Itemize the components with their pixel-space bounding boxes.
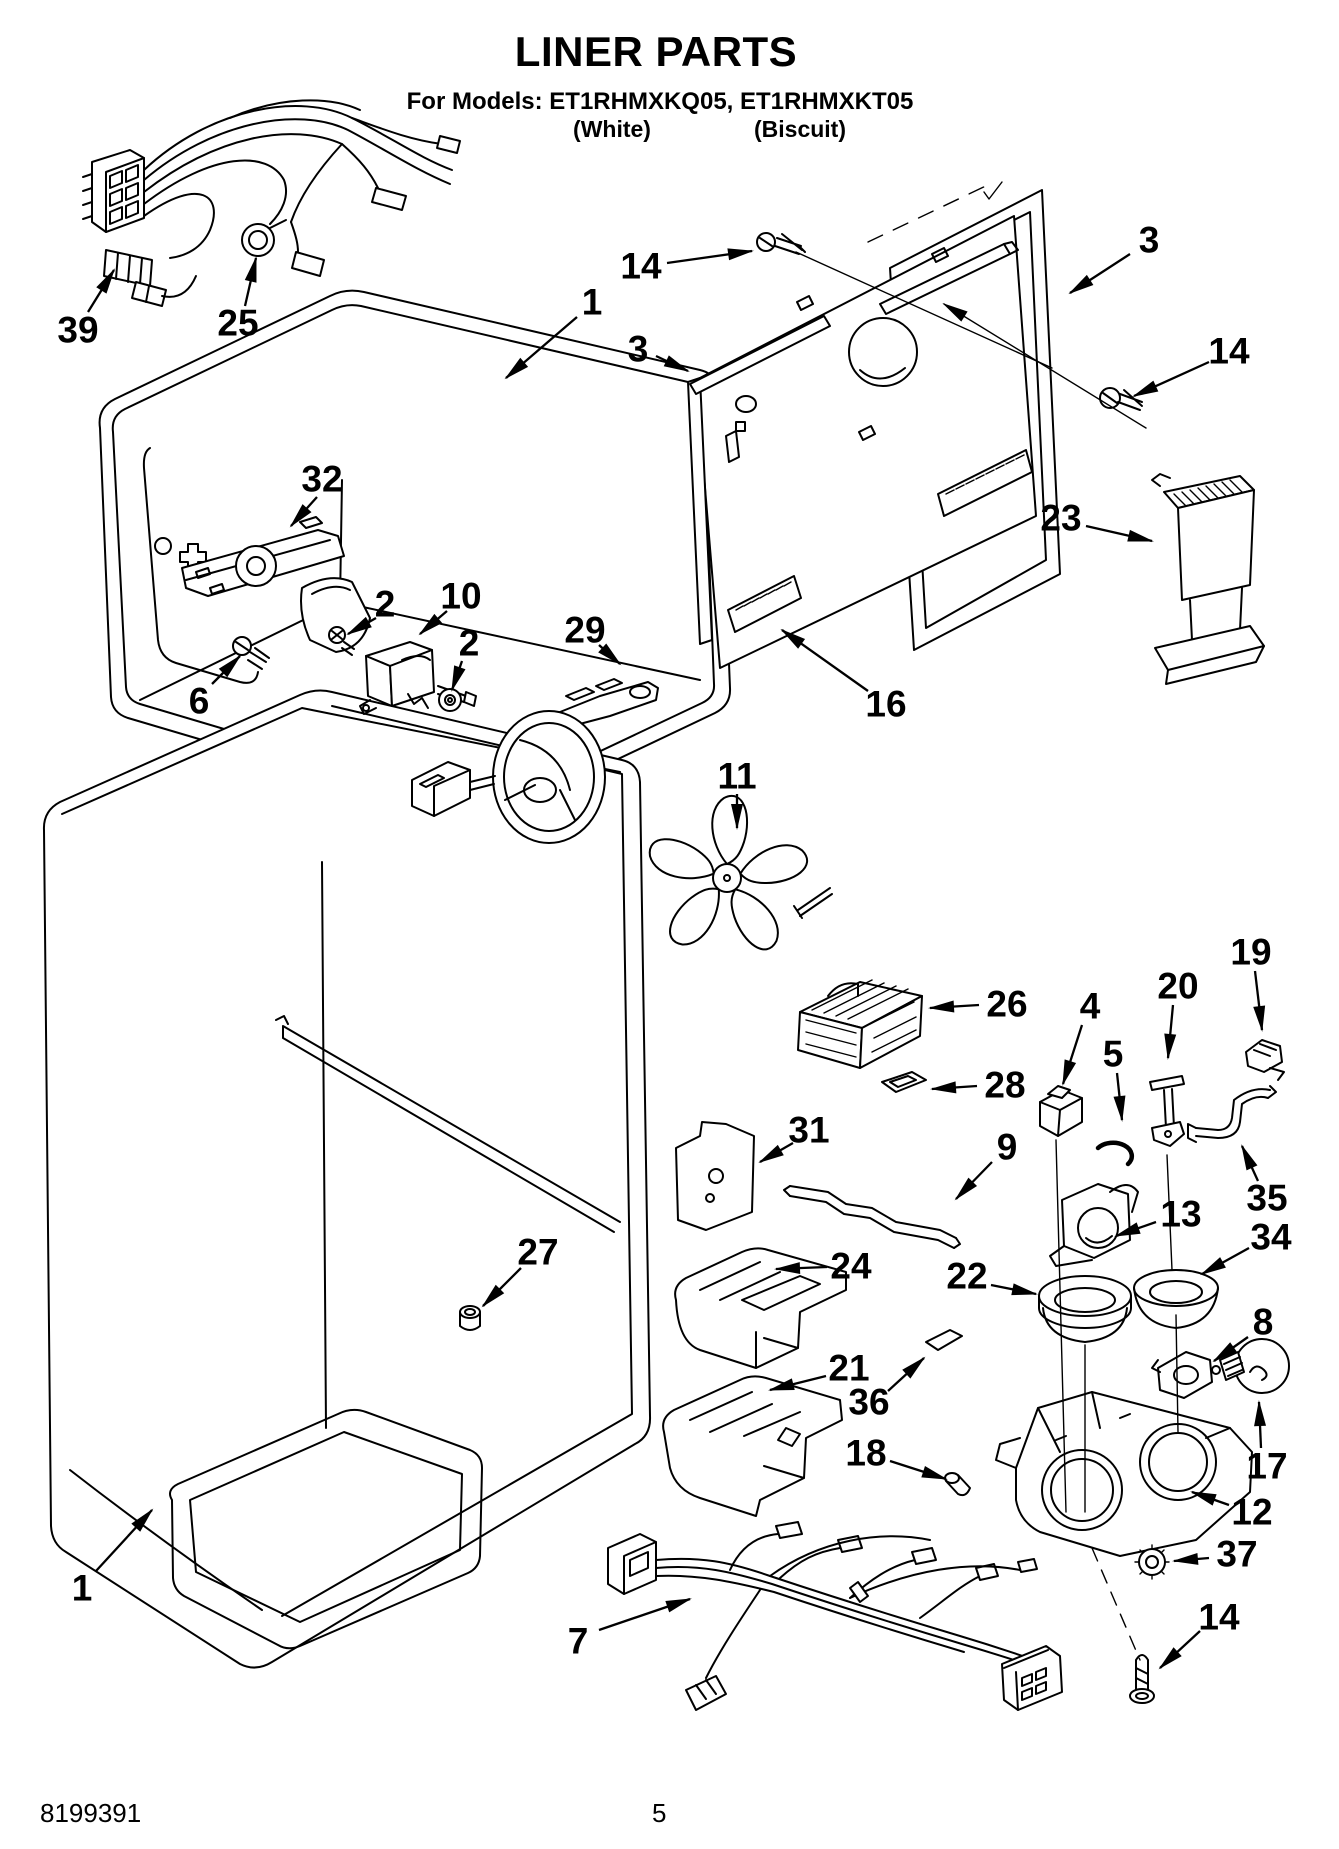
callout-label-16: 16 [865,684,906,725]
callout-label-9: 9 [997,1127,1018,1168]
callout-label-17: 17 [1246,1446,1287,1487]
callout-label-12: 12 [1231,1492,1272,1533]
callout-arrow-3-right [1068,253,1131,295]
assembly-leader-lines [1055,1139,1179,1661]
callout-label-24: 24 [830,1246,872,1287]
callout-label-32: 32 [301,459,342,500]
callout-arrow-4 [1061,1024,1084,1086]
callout-arrow-23 [1085,524,1154,543]
callout-label-19: 19 [1230,932,1271,973]
callout-label-14-right: 14 [1208,331,1250,372]
callout-label-22: 22 [946,1256,987,1297]
callout-label-28: 28 [984,1065,1025,1106]
callout-arrow-21 [768,1374,827,1392]
defrost-parts-drawing [675,1039,1285,1497]
callout-label-31: 31 [788,1110,829,1151]
callout-label-36: 36 [848,1382,889,1423]
top-wire-harness-drawing [82,99,461,307]
air-duct-drawing [662,1247,847,1517]
callout-arrow-25 [243,256,258,307]
callout-label-1-top: 1 [582,282,603,323]
callout-arrow-22 [990,1283,1038,1296]
callout-arrow-5 [1113,1072,1126,1122]
callout-arrow-39 [87,268,116,313]
callout-label-26: 26 [986,984,1027,1025]
color-variant-white: (White) [573,116,651,142]
callout-label-23: 23 [1040,498,1081,539]
callout-arrow-29 [598,643,622,666]
page-number: 5 [652,1798,667,1828]
callout-arrow-1-top [504,316,578,380]
callout-label-14-bottom: 14 [1198,1597,1240,1638]
callout-label-21: 21 [828,1348,869,1389]
callout-label-8: 8 [1253,1302,1274,1343]
callout-label-1-bottom: 1 [72,1568,93,1609]
callout-label-29: 29 [564,610,605,651]
callout-arrow-8 [1212,1336,1249,1363]
damper-control-drawing [1151,473,1265,685]
callout-arrow-24 [774,1262,828,1275]
callout-arrow-14-bottom [1158,1630,1201,1670]
callout-label-20: 20 [1157,966,1198,1007]
callout-arrow-9 [954,1161,993,1201]
callout-arrow-13 [1114,1220,1157,1238]
callout-label-3-left: 3 [628,329,649,370]
color-variant-biscuit: (Biscuit) [754,116,846,142]
callout-label-4: 4 [1080,986,1101,1027]
callout-label-34: 34 [1250,1217,1292,1258]
fan-bracket-shroud-drawing [411,678,659,844]
callout-label-7: 7 [568,1621,589,1662]
callout-arrow-10 [418,610,448,636]
callout-label-5: 5 [1103,1034,1124,1075]
callout-arrow-14-right [1132,360,1210,398]
callout-label-37: 37 [1216,1534,1257,1575]
callout-arrow-36 [887,1356,926,1392]
callout-label-3-right: 3 [1139,220,1160,261]
callout-arrow-7 [598,1597,692,1632]
callout-label-14-top: 14 [620,246,662,287]
fan-motor-drawing [359,641,477,715]
callout-label-10: 10 [440,576,481,617]
callout-arrow-32 [289,496,318,528]
callout-arrow-6 [211,654,242,685]
callout-label-11: 11 [717,756,756,797]
callout-label-2-grommet: 2 [459,623,480,664]
fan-blade-drawing [648,795,833,951]
callout-arrow-17 [1254,1400,1267,1449]
models-line: For Models: ET1RHMXKQ05, ET1RHMXKT05 [406,88,914,115]
callout-label-2-screw: 2 [375,584,396,625]
callout-arrow-12 [1190,1490,1230,1507]
callout-arrow-2-screw [346,616,377,635]
air-grille-drawing [797,979,927,1093]
document-number: 8199391 [40,1798,142,1828]
callout-layer: 39 25 1 14 3 3 14 23 16 32 6 2 10 2 29 11 26 28 31 9 45 20 19 3… [57,220,1292,1670]
callout-label-6: 6 [189,681,210,722]
light-housing-drawing [995,1338,1290,1704]
callout-arrow-14-top [666,248,754,265]
callout-arrow-16 [780,628,869,692]
evaporator-panel-group-drawing [687,181,1147,669]
callout-arrow-20 [1164,1004,1177,1060]
callout-arrow-31 [758,1142,794,1163]
callout-label-13: 13 [1160,1194,1201,1235]
callout-label-25: 25 [217,303,258,344]
callout-label-18: 18 [845,1433,886,1474]
callout-arrow-19 [1253,970,1266,1032]
bottom-wire-harness-drawing [607,1521,1063,1711]
callout-arrow-26 [928,1000,980,1013]
callout-arrow-1-bottom [95,1508,154,1572]
page-title: LINER PARTS [514,28,798,75]
callout-label-35: 35 [1246,1178,1287,1219]
callout-arrow-2-grommet [450,660,466,692]
callout-arrow-35 [1240,1144,1260,1182]
callout-arrow-18 [889,1459,948,1481]
callout-arrow-28 [930,1081,978,1094]
callout-arrow-34 [1200,1246,1250,1276]
callout-label-27: 27 [517,1232,558,1273]
callout-arrow-3-left [655,354,690,373]
callout-label-39: 39 [57,310,98,351]
callout-arrow-37 [1172,1552,1210,1565]
callout-arrow-27 [481,1267,522,1308]
